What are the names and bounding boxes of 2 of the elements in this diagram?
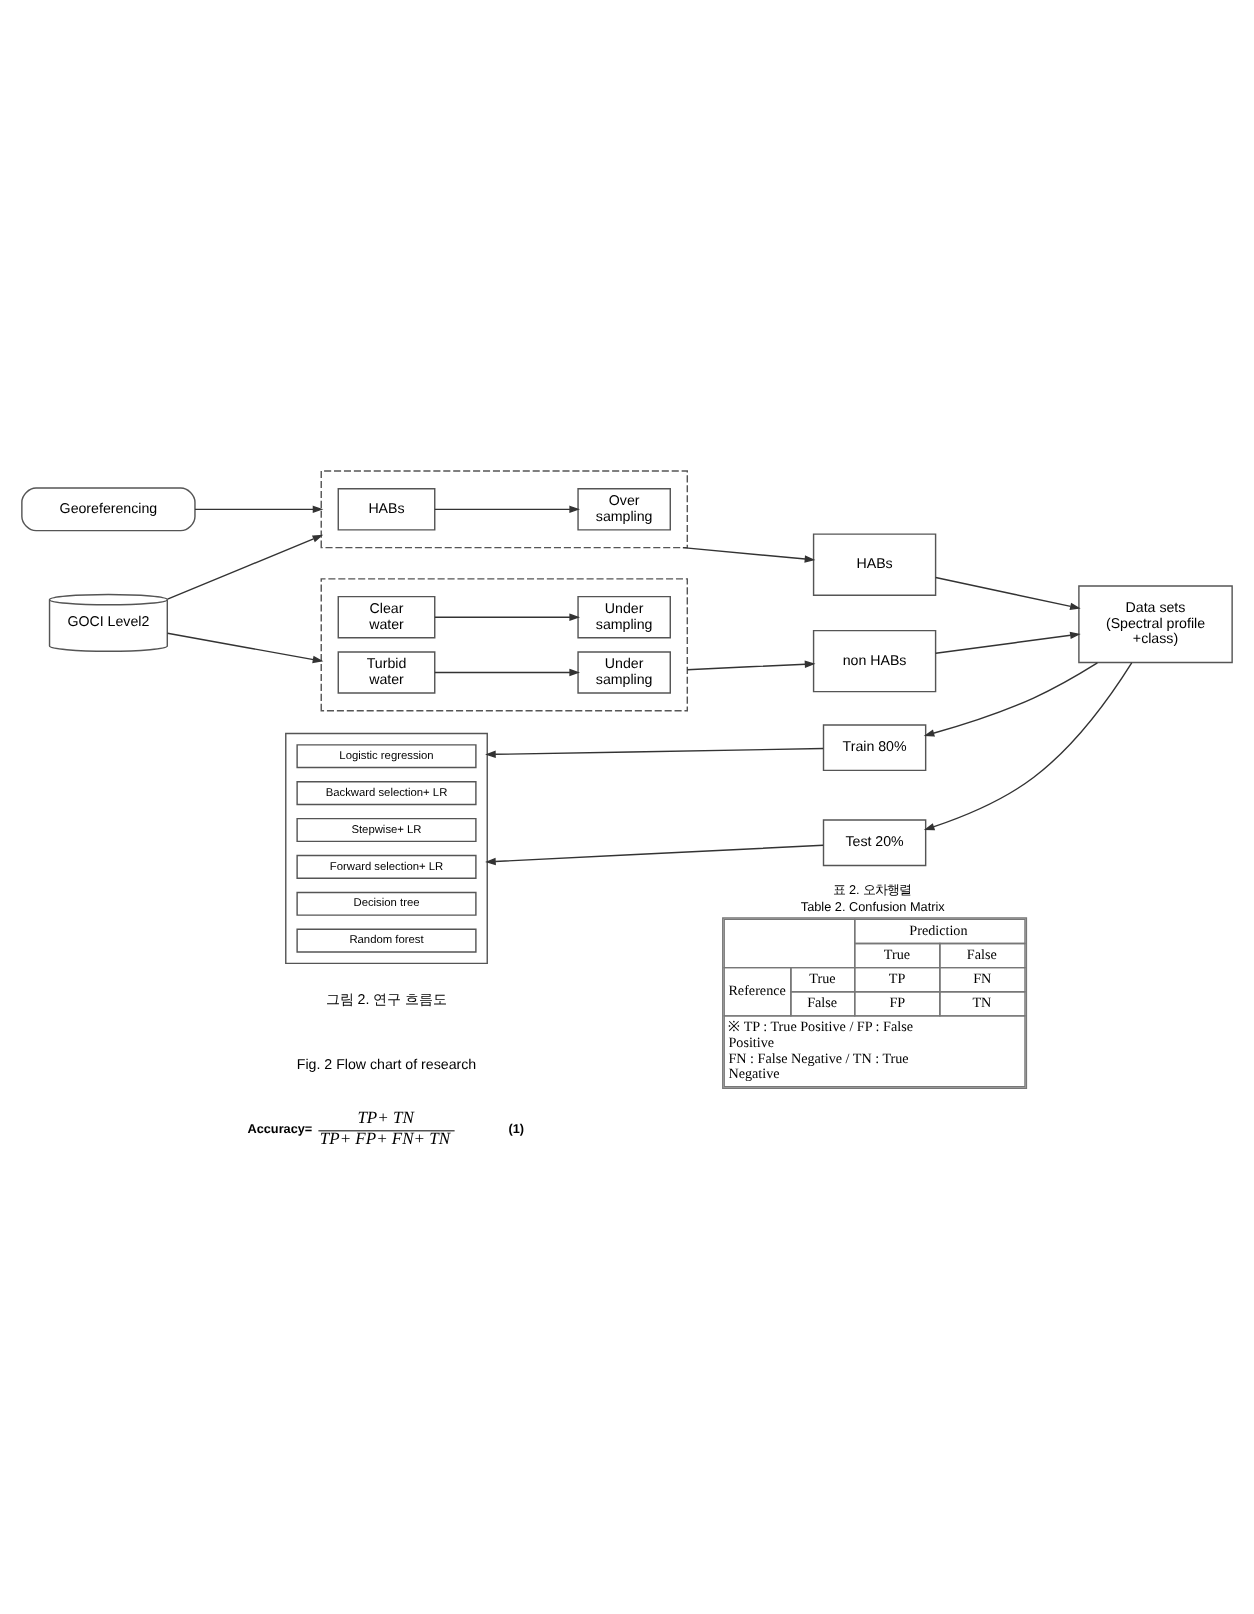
label: TP+ FP+ FN+ TN [319, 1127, 451, 1148]
label: TP+ TN [357, 1106, 414, 1127]
